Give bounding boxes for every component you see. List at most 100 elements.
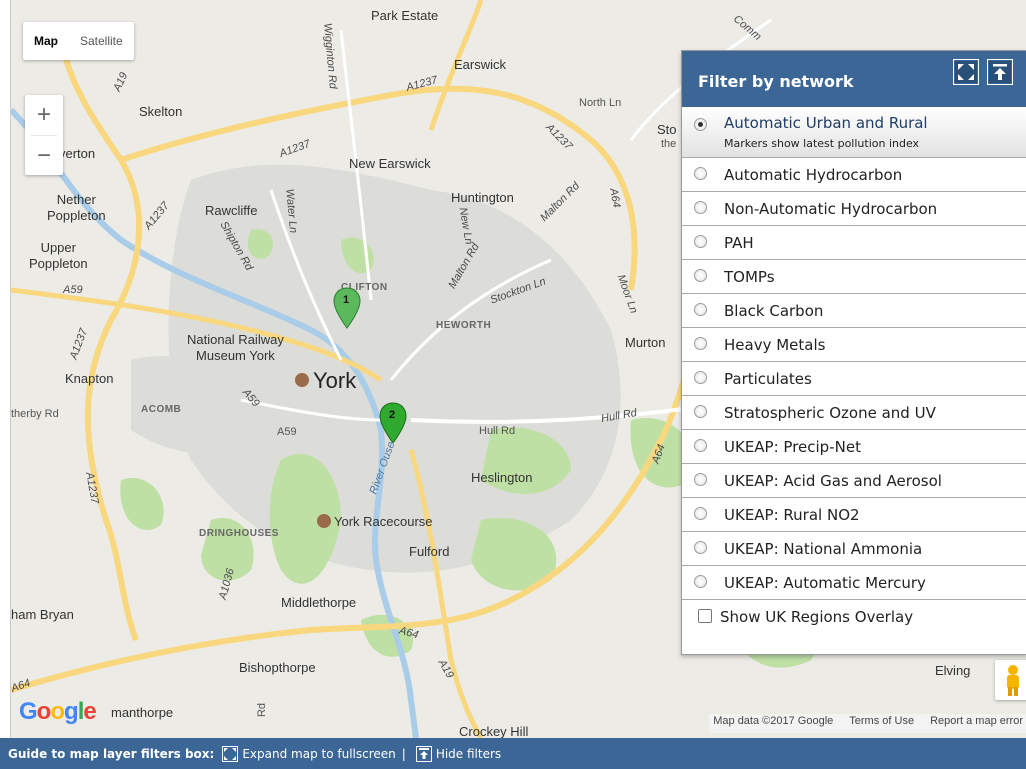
filter-option-label: UKEAP: Automatic Mercury (724, 574, 926, 592)
uk-regions-overlay-checkbox[interactable] (698, 609, 712, 623)
filter-option-label: PAH (724, 234, 754, 252)
marker-pin-icon (379, 402, 407, 444)
map-label-earswick: Earswick (454, 57, 507, 72)
filter-radio[interactable] (694, 575, 707, 588)
filter-radio[interactable] (694, 405, 707, 418)
city-label: York (295, 368, 356, 394)
uk-regions-overlay-toggle[interactable]: Show UK Regions Overlay (682, 599, 1026, 633)
filter-radio[interactable] (694, 303, 707, 316)
map-label-nether-poppleton: Nether Poppleton (47, 192, 106, 223)
filter-radio[interactable] (694, 269, 707, 282)
filter-panel-header: Filter by network (682, 51, 1026, 107)
filter-option[interactable]: Particulates (682, 361, 1026, 395)
filter-option[interactable]: UKEAP: National Ammonia (682, 531, 1026, 565)
marker-pin-icon (333, 287, 361, 329)
report-map-error-link[interactable]: Report a map error (930, 715, 1023, 727)
filter-option-label: Automatic Hydrocarbon (724, 166, 903, 184)
filter-option-label: Automatic Urban and Rural (724, 114, 928, 132)
guide-title: Guide to map layer filters box: (8, 746, 215, 761)
filter-panel-title: Filter by network (698, 72, 854, 91)
map-label-national-railway: National Railway Museum York (187, 332, 284, 363)
filter-radio[interactable] (694, 371, 707, 384)
filter-option[interactable]: Stratospheric Ozone and UV (682, 395, 1026, 429)
filter-option[interactable]: UKEAP: Rural NO2 (682, 497, 1026, 531)
zoom-divider (31, 135, 57, 136)
filter-option[interactable]: Heavy Metals (682, 327, 1026, 361)
map-marker[interactable]: 1 (333, 287, 361, 329)
map-label-sto: Sto (657, 122, 677, 137)
filter-radio[interactable] (694, 201, 707, 214)
map-type-map-button[interactable]: Map (34, 34, 58, 48)
map-label-north-ln: North Ln (579, 97, 622, 109)
filter-radio[interactable] (694, 439, 707, 452)
map-label-knapton: Knapton (65, 371, 114, 386)
map-label-rawcliffe: Rawcliffe (205, 203, 258, 218)
filter-radio[interactable] (694, 473, 707, 486)
guide-bar: Guide to map layer filters box: Expand m… (0, 738, 1026, 769)
filter-option-label: UKEAP: Precip-Net (724, 438, 861, 456)
terms-of-use-link[interactable]: Terms of Use (849, 715, 915, 727)
hide-filters-icon (415, 745, 432, 762)
filter-option[interactable]: Black Carbon (682, 293, 1026, 327)
filter-option-label: Stratospheric Ozone and UV (724, 404, 936, 422)
filter-radio[interactable] (694, 541, 707, 554)
map-label-rd: Rd (256, 702, 269, 718)
filter-radio-selected[interactable] (694, 118, 707, 131)
filter-option-automatic-urban-rural[interactable]: Automatic Urban and Rural Markers show l… (682, 107, 1026, 157)
city-icon (295, 373, 309, 387)
map-attribution: Map data ©2017 Google Terms of Use Repor… (709, 714, 1026, 733)
map-type-control: Map Satellite (23, 22, 134, 60)
map-label-overton: verton (59, 146, 96, 161)
expand-fullscreen-icon (955, 61, 977, 83)
map-label-fulford: Fulford (409, 544, 450, 559)
guide-hide-text: Hide filters (435, 746, 502, 761)
map-label-murton: Murton (625, 335, 666, 350)
guide-separator: | (401, 746, 406, 761)
map-label-clifton: CLIFTON (341, 282, 388, 293)
map-label-bryan: ham Bryan (11, 607, 74, 622)
map-label-huntington: Huntington (451, 190, 514, 205)
filter-option-sublabel: Markers show latest pollution index (724, 137, 920, 150)
filter-option-label: UKEAP: Rural NO2 (724, 506, 860, 524)
filter-option-label: Non-Automatic Hydrocarbon (724, 200, 938, 218)
york-racecourse-text: York Racecourse (334, 514, 433, 529)
filter-radio[interactable] (694, 235, 707, 248)
filter-option[interactable]: Non-Automatic Hydrocarbon (682, 191, 1026, 225)
google-logo: Google (19, 698, 97, 725)
map-label-bishopthorpe: Bishopthorpe (239, 660, 316, 675)
expand-fullscreen-button[interactable] (953, 59, 979, 85)
hide-filters-icon (989, 61, 1011, 83)
filter-option-label: Particulates (724, 370, 812, 388)
map-label-skelton: Skelton (139, 104, 183, 119)
pegman-icon (1007, 665, 1019, 696)
map-data-attribution: Map data ©2017 Google (713, 715, 834, 727)
filter-option[interactable]: UKEAP: Automatic Mercury (682, 565, 1026, 599)
map-marker-label: 1 (342, 294, 350, 306)
filter-radio[interactable] (694, 167, 707, 180)
map-marker-label: 2 (388, 409, 396, 421)
filter-option[interactable]: Automatic Hydrocarbon (682, 157, 1026, 191)
filter-radio[interactable] (694, 337, 707, 350)
map-label-park-estate: Park Estate (371, 8, 439, 23)
map-label-heslington: Heslington (471, 470, 533, 485)
map-type-satellite-button[interactable]: Satellite (80, 34, 123, 48)
map-label-hull-rd: Hull Rd (479, 425, 516, 437)
map-label-heworth: HEWORTH (436, 320, 492, 331)
map-label-new-earswick: New Earswick (349, 156, 431, 171)
filter-option[interactable]: UKEAP: Precip-Net (682, 429, 1026, 463)
filter-panel: Filter by network Automatic Urban and Ru… (681, 50, 1026, 655)
hide-filters-button[interactable] (987, 59, 1013, 85)
filter-option[interactable]: TOMPs (682, 259, 1026, 293)
filter-option-label: UKEAP: National Ammonia (724, 540, 923, 558)
filter-option[interactable]: UKEAP: Acid Gas and Aerosol (682, 463, 1026, 497)
filter-radio[interactable] (694, 507, 707, 520)
zoom-in-button[interactable]: + (36, 101, 51, 128)
map-label-crockey-hill: Crockey Hill (459, 724, 529, 738)
map-label-a59-mid: A59 (277, 426, 297, 438)
street-view-pegman-button[interactable] (995, 660, 1026, 700)
racecourse-icon (317, 514, 331, 528)
filter-option[interactable]: PAH (682, 225, 1026, 259)
map-marker[interactable]: 2 (379, 402, 407, 444)
map-label-the: the (661, 138, 677, 150)
zoom-out-button[interactable]: − (36, 142, 51, 169)
